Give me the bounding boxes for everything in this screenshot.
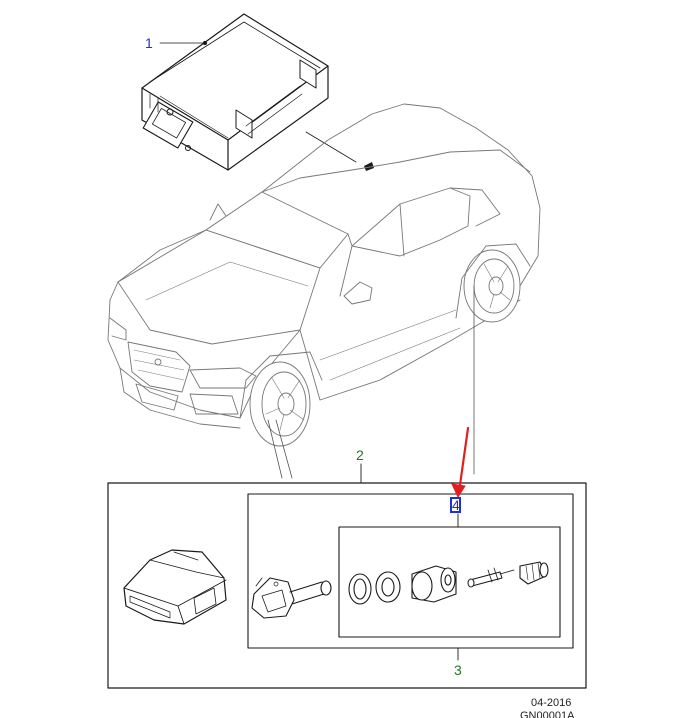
frame-item-3 [338, 526, 561, 638]
footer-code: GN00001A [520, 710, 575, 718]
frame-sensor-assembly [247, 493, 574, 649]
seal-washer [348, 573, 372, 605]
valve-nut [411, 565, 457, 603]
vehicle-outline [107, 103, 541, 447]
valve-cap [519, 561, 549, 585]
leader-front-wheel [267, 419, 283, 479]
red-arrow [451, 426, 470, 498]
retaining-washer [375, 571, 401, 603]
footer-date: 04-2016 [531, 697, 572, 709]
callout-2: 2 [356, 447, 364, 463]
leader-line-module-location [305, 131, 357, 163]
tpms-control-module [141, 13, 329, 171]
frame-item-2 [107, 482, 587, 689]
valve-core [467, 567, 515, 588]
tpms-sensor-valve [251, 577, 332, 619]
callout-1: 1 [145, 35, 153, 51]
callout-4: 4 [452, 497, 460, 513]
callout-3: 3 [454, 662, 462, 678]
tpms-sensor-housing [123, 549, 227, 625]
callout-4-highlight-box [450, 497, 461, 513]
